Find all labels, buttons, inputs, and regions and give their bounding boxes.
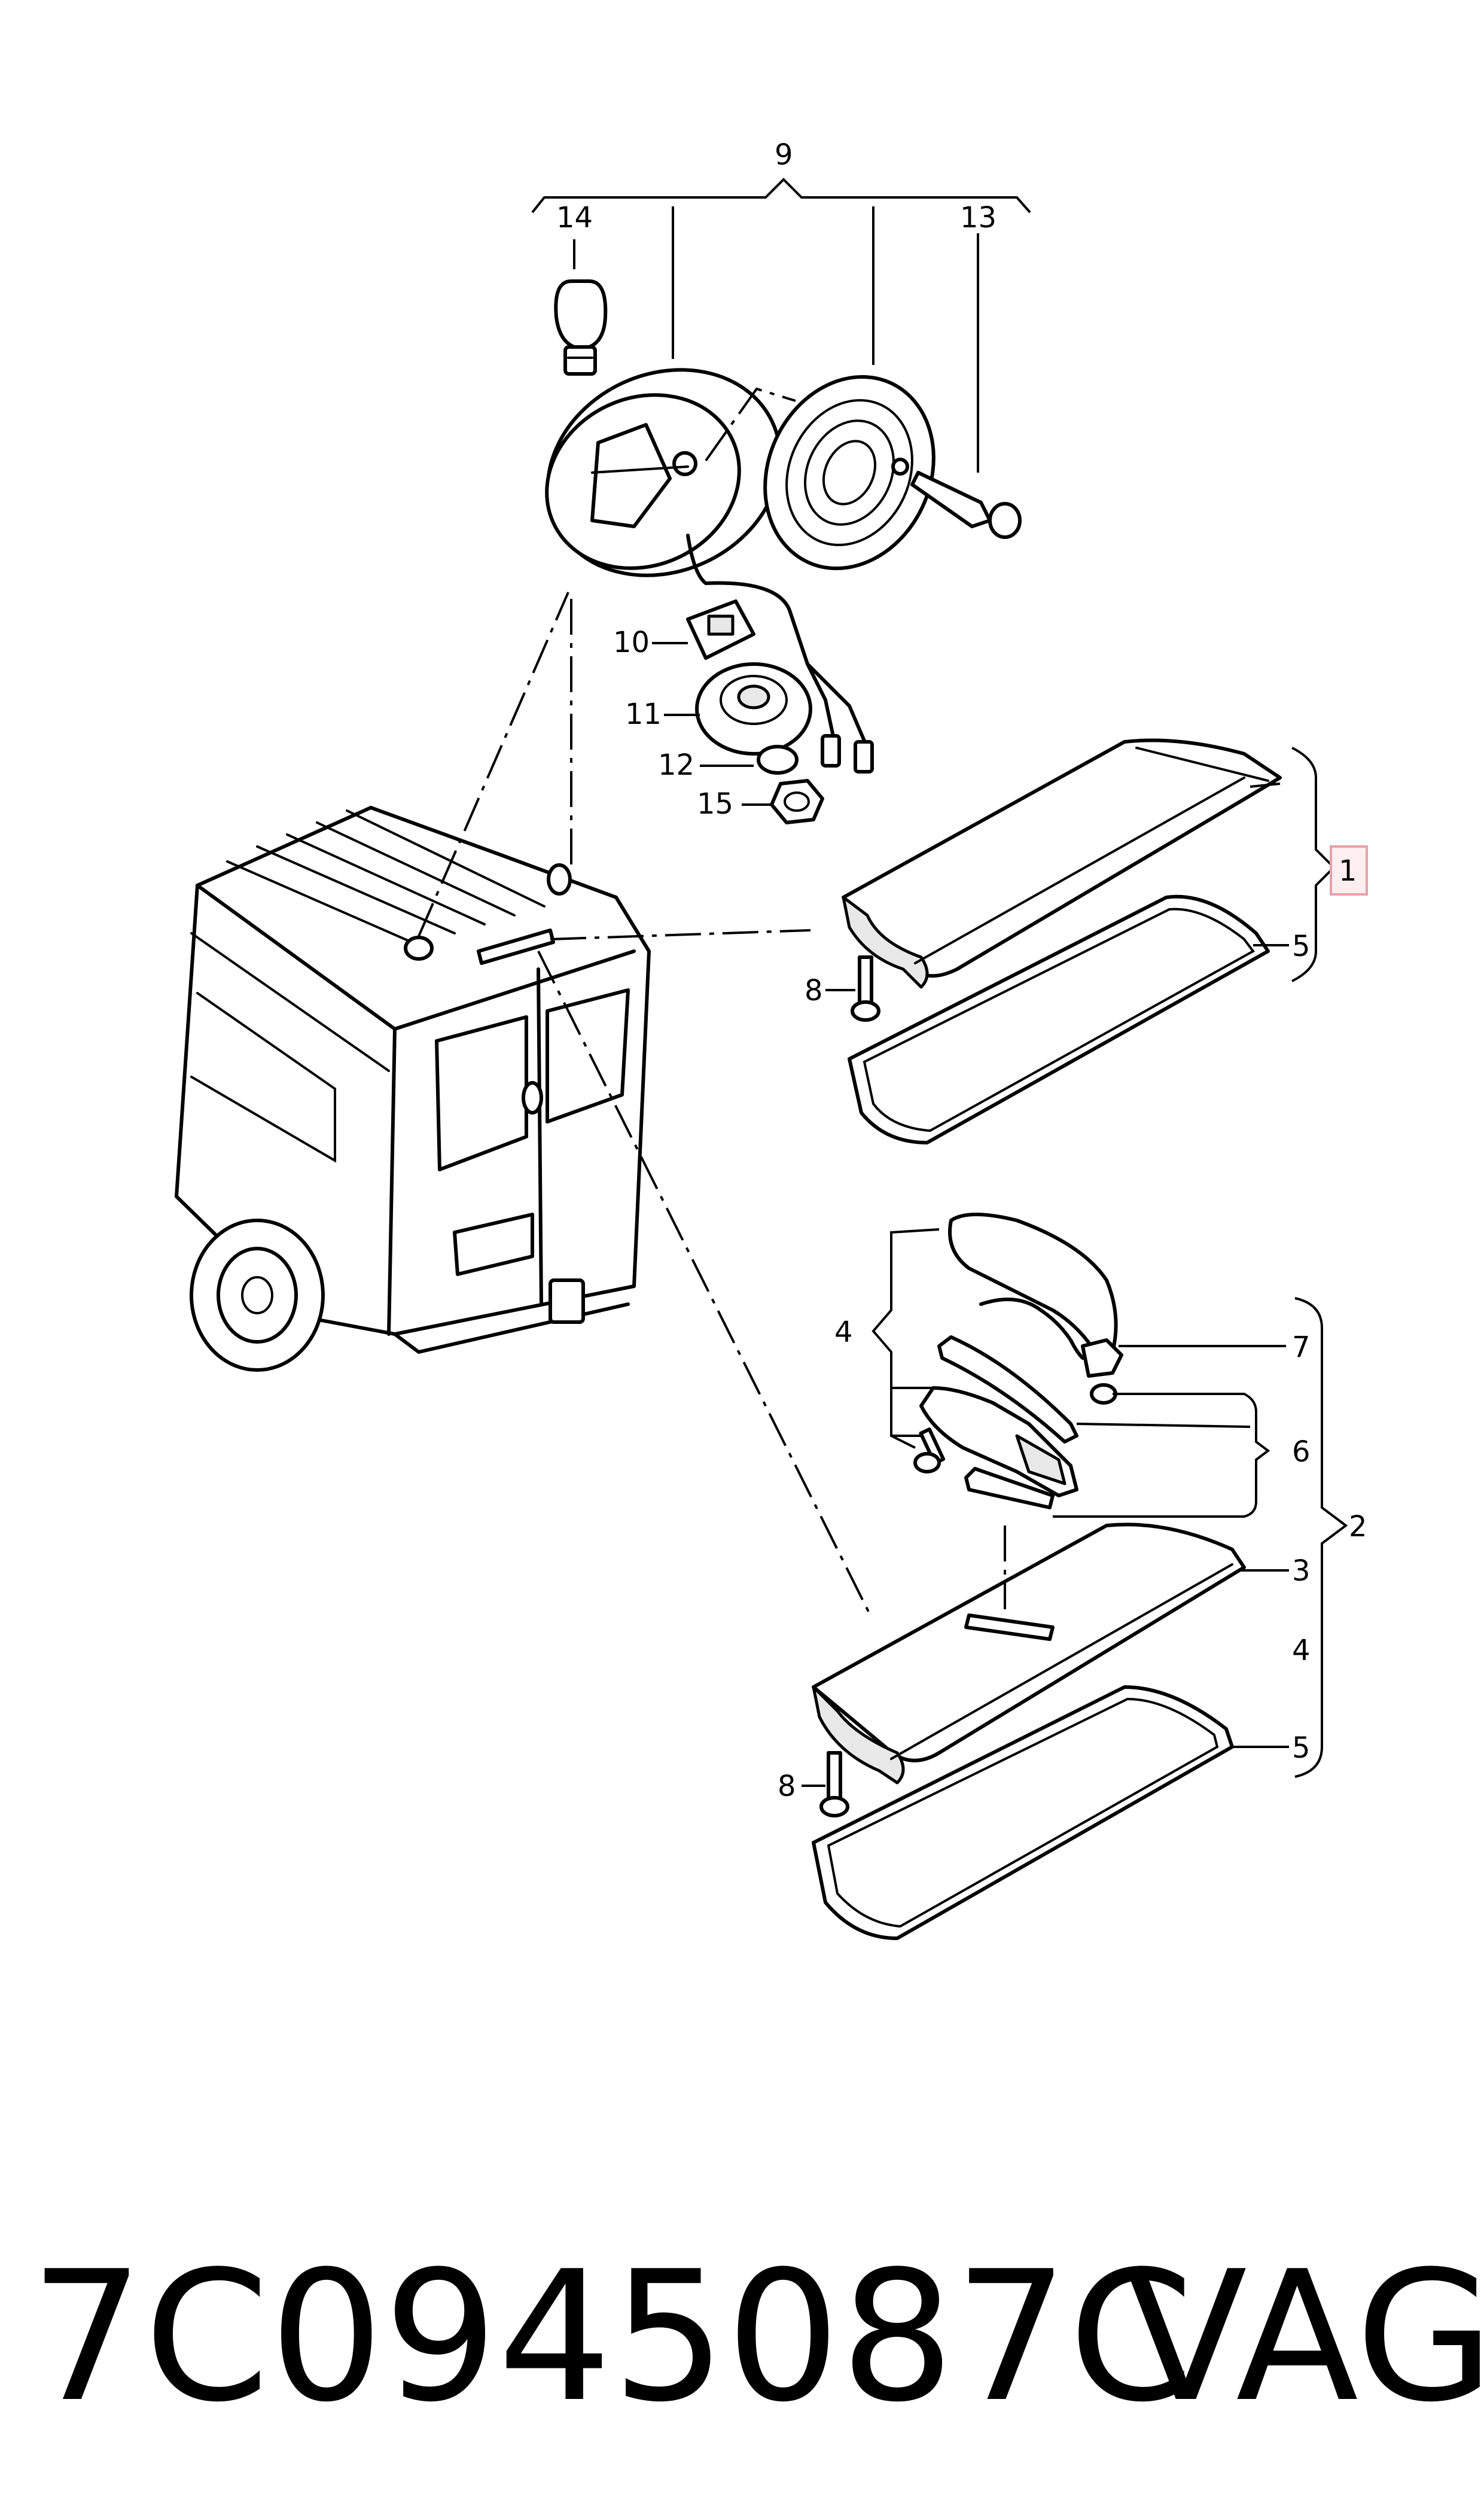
- brand-label: VAG: [1125, 2233, 1484, 2441]
- washer-part-12: [757, 745, 799, 775]
- bolt-8-lower: [819, 1751, 849, 1817]
- bolt-8-upper: [851, 955, 880, 1022]
- bracket-group-6: [1053, 1393, 1270, 1518]
- lamp-housing: [545, 368, 874, 774]
- gasket-5-lower: [812, 1685, 1234, 1940]
- callout-11: 11: [625, 698, 662, 731]
- callout-2: 2: [1349, 1510, 1367, 1543]
- part-number: 7C0945087C: [30, 2233, 1194, 2441]
- lens-strip: [964, 1467, 1055, 1509]
- callout-8-upper: 8: [805, 974, 823, 1007]
- seal-strip: [937, 1335, 1078, 1444]
- brake-light-assembly-1: [842, 738, 1282, 989]
- callout-10: 10: [613, 626, 650, 659]
- screw-part-13: [910, 471, 1022, 539]
- nut-part-15: [770, 779, 824, 824]
- gasket-5-upper: [848, 894, 1270, 1144]
- o-ring: [1090, 1383, 1117, 1405]
- callout-6: 6: [1292, 1435, 1311, 1469]
- assembly-line-housing-lens: [705, 387, 796, 462]
- bracket-group-2: [1294, 1297, 1348, 1778]
- van-illustration: [175, 806, 651, 1372]
- callout-15: 15: [697, 787, 733, 821]
- callout-4-left: 4: [834, 1316, 853, 1349]
- clip-part-10: [686, 599, 755, 660]
- housing-cover-4: [948, 1213, 1118, 1363]
- assembly-line-van-light-lower: [537, 951, 871, 1616]
- lens-cover: [763, 374, 936, 571]
- callout-7: 7: [1292, 1330, 1311, 1364]
- bulb-part-14: [554, 279, 608, 376]
- callout-13: 13: [960, 201, 997, 235]
- bracket-group-9: [531, 178, 1031, 473]
- callout-1: 1: [1339, 854, 1357, 888]
- callout-3: 3: [1292, 1554, 1311, 1588]
- callout-14: 14: [556, 201, 593, 235]
- callout-8-lower: 8: [778, 1770, 796, 1803]
- callout-5-upper: 5: [1292, 930, 1311, 963]
- carrier-circuit-6: [919, 1386, 1078, 1497]
- screw-small: [913, 1427, 946, 1473]
- grommet-part-11: [695, 662, 812, 756]
- callout-5-lower: 5: [1292, 1731, 1311, 1765]
- assembly-line-van-light-upper: [550, 929, 811, 940]
- highlight-box-1: [1330, 845, 1368, 896]
- assembly-line-van-lamp-left: [418, 592, 569, 937]
- harness-part-7: [979, 1298, 1123, 1378]
- callout-12: 12: [658, 748, 694, 782]
- callout-9: 9: [775, 138, 793, 172]
- callout-4-right: 4: [1292, 1634, 1311, 1667]
- light-housing-3: [812, 1523, 1246, 1785]
